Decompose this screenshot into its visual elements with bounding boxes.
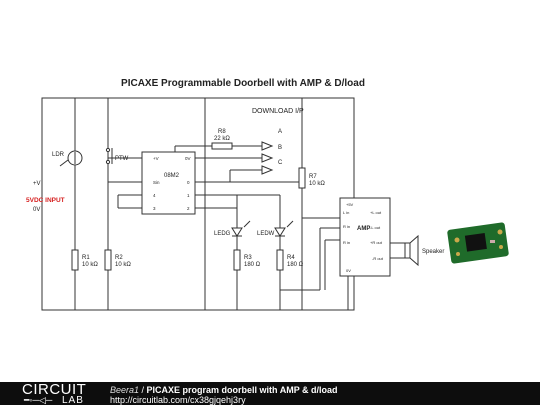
r3-name: R3 xyxy=(244,255,252,261)
footer-bar: CIRCUIT ━◦─◁─ LAB Beera1 / PICAXE progra… xyxy=(0,381,540,406)
ic-pin-0: 0 xyxy=(187,180,190,185)
logo-top: CIRCUIT xyxy=(22,381,87,398)
ptw-label: PTW xyxy=(115,156,129,162)
r1-name: R1 xyxy=(82,255,90,261)
r1-value: 10 kΩ xyxy=(82,262,98,268)
ledg-label: LEDG xyxy=(214,231,231,237)
ic-08m2 xyxy=(141,151,196,215)
r2-resistor xyxy=(104,249,112,271)
r3-resistor xyxy=(233,249,241,271)
amp-board-image xyxy=(447,222,509,264)
pin-b-label: B xyxy=(278,145,282,151)
amp-pin-plus-lout: +L out xyxy=(370,210,382,215)
r8-name: R8 xyxy=(218,129,226,135)
author-separator: / xyxy=(139,385,147,395)
amp-name: AMP xyxy=(357,226,370,232)
ic-name: 08M2 xyxy=(164,173,180,179)
amp-pin-rin-2: R in xyxy=(343,240,350,245)
pin-c-label: C xyxy=(278,160,283,166)
ic-pin-4: 4 xyxy=(153,193,156,198)
amp-pin-minus-rout: -R out xyxy=(372,256,384,261)
r3-value: 180 Ω xyxy=(244,262,261,268)
amp-pin-lin: L in xyxy=(343,210,349,215)
schematic: PICAXE Programmable Doorbell with AMP & … xyxy=(26,78,509,311)
vplus-label: +V xyxy=(33,181,41,187)
pin-a-label: A xyxy=(278,129,282,135)
circuit-title[interactable]: PICAXE program doorbell with AMP & d/loa… xyxy=(146,385,338,395)
r2-name: R2 xyxy=(115,255,123,261)
r2-value: 10 kΩ xyxy=(115,262,131,268)
r1-resistor xyxy=(71,249,79,271)
ic-pin-3: 3 xyxy=(153,206,156,211)
amp-block xyxy=(339,197,391,277)
ic-pin-0v: 0V xyxy=(185,156,191,161)
ldr-label: LDR xyxy=(52,152,65,158)
zero-v-label: 0V xyxy=(33,207,40,213)
r7-resistor xyxy=(298,167,306,189)
ic-pin-1: 1 xyxy=(187,193,190,198)
diagram-title: PICAXE Programmable Doorbell with AMP & … xyxy=(121,78,365,89)
footer-info: Beera1 / PICAXE program doorbell with AM… xyxy=(110,385,338,405)
amp-pin-5v: +5V xyxy=(346,202,354,207)
ledg-diode xyxy=(231,220,251,237)
ic-pin-sin: Sin xyxy=(153,180,160,185)
r8-value: 22 kΩ xyxy=(214,136,230,142)
input-label: 5VDC INPUT xyxy=(26,197,65,204)
author-link[interactable]: Beera1 xyxy=(110,385,140,395)
amp-pin-plus-rout: +R out xyxy=(370,240,383,245)
circuit-url[interactable]: http://circuitlab.com/cx38gjqehj3ry xyxy=(110,395,246,405)
logo-circuit-symbol: ━◦─◁─ xyxy=(24,395,53,405)
speaker-label: Speaker xyxy=(422,249,444,255)
r4-resistor xyxy=(276,249,284,271)
speaker-icon xyxy=(404,234,419,267)
r7-value: 10 kΩ xyxy=(309,181,325,187)
download-pins: A B C xyxy=(261,129,283,175)
amp-pin-0v: 0V xyxy=(346,268,351,273)
r8-resistor xyxy=(211,142,233,150)
ic-pin-2: 2 xyxy=(187,206,190,211)
amp-pin-minus-lout: -L out xyxy=(370,225,381,230)
r7-name: R7 xyxy=(309,174,317,180)
ldr-sensor xyxy=(59,150,83,167)
r4-name: R4 xyxy=(287,255,295,261)
ptw-switch xyxy=(105,147,113,165)
ic-pin-vplus: +V xyxy=(153,156,159,161)
amp-pin-rin: R in xyxy=(343,224,350,229)
logo-bottom: LAB xyxy=(62,395,84,406)
download-label: DOWNLOAD I/P xyxy=(252,108,304,115)
circuit-frame xyxy=(41,97,355,311)
ledw-label: LEDW xyxy=(257,231,275,237)
r4-value: 180 Ω xyxy=(287,262,304,268)
ledw-diode xyxy=(274,220,294,237)
circuitlab-logo[interactable]: CIRCUIT ━◦─◁─ LAB xyxy=(22,381,92,406)
